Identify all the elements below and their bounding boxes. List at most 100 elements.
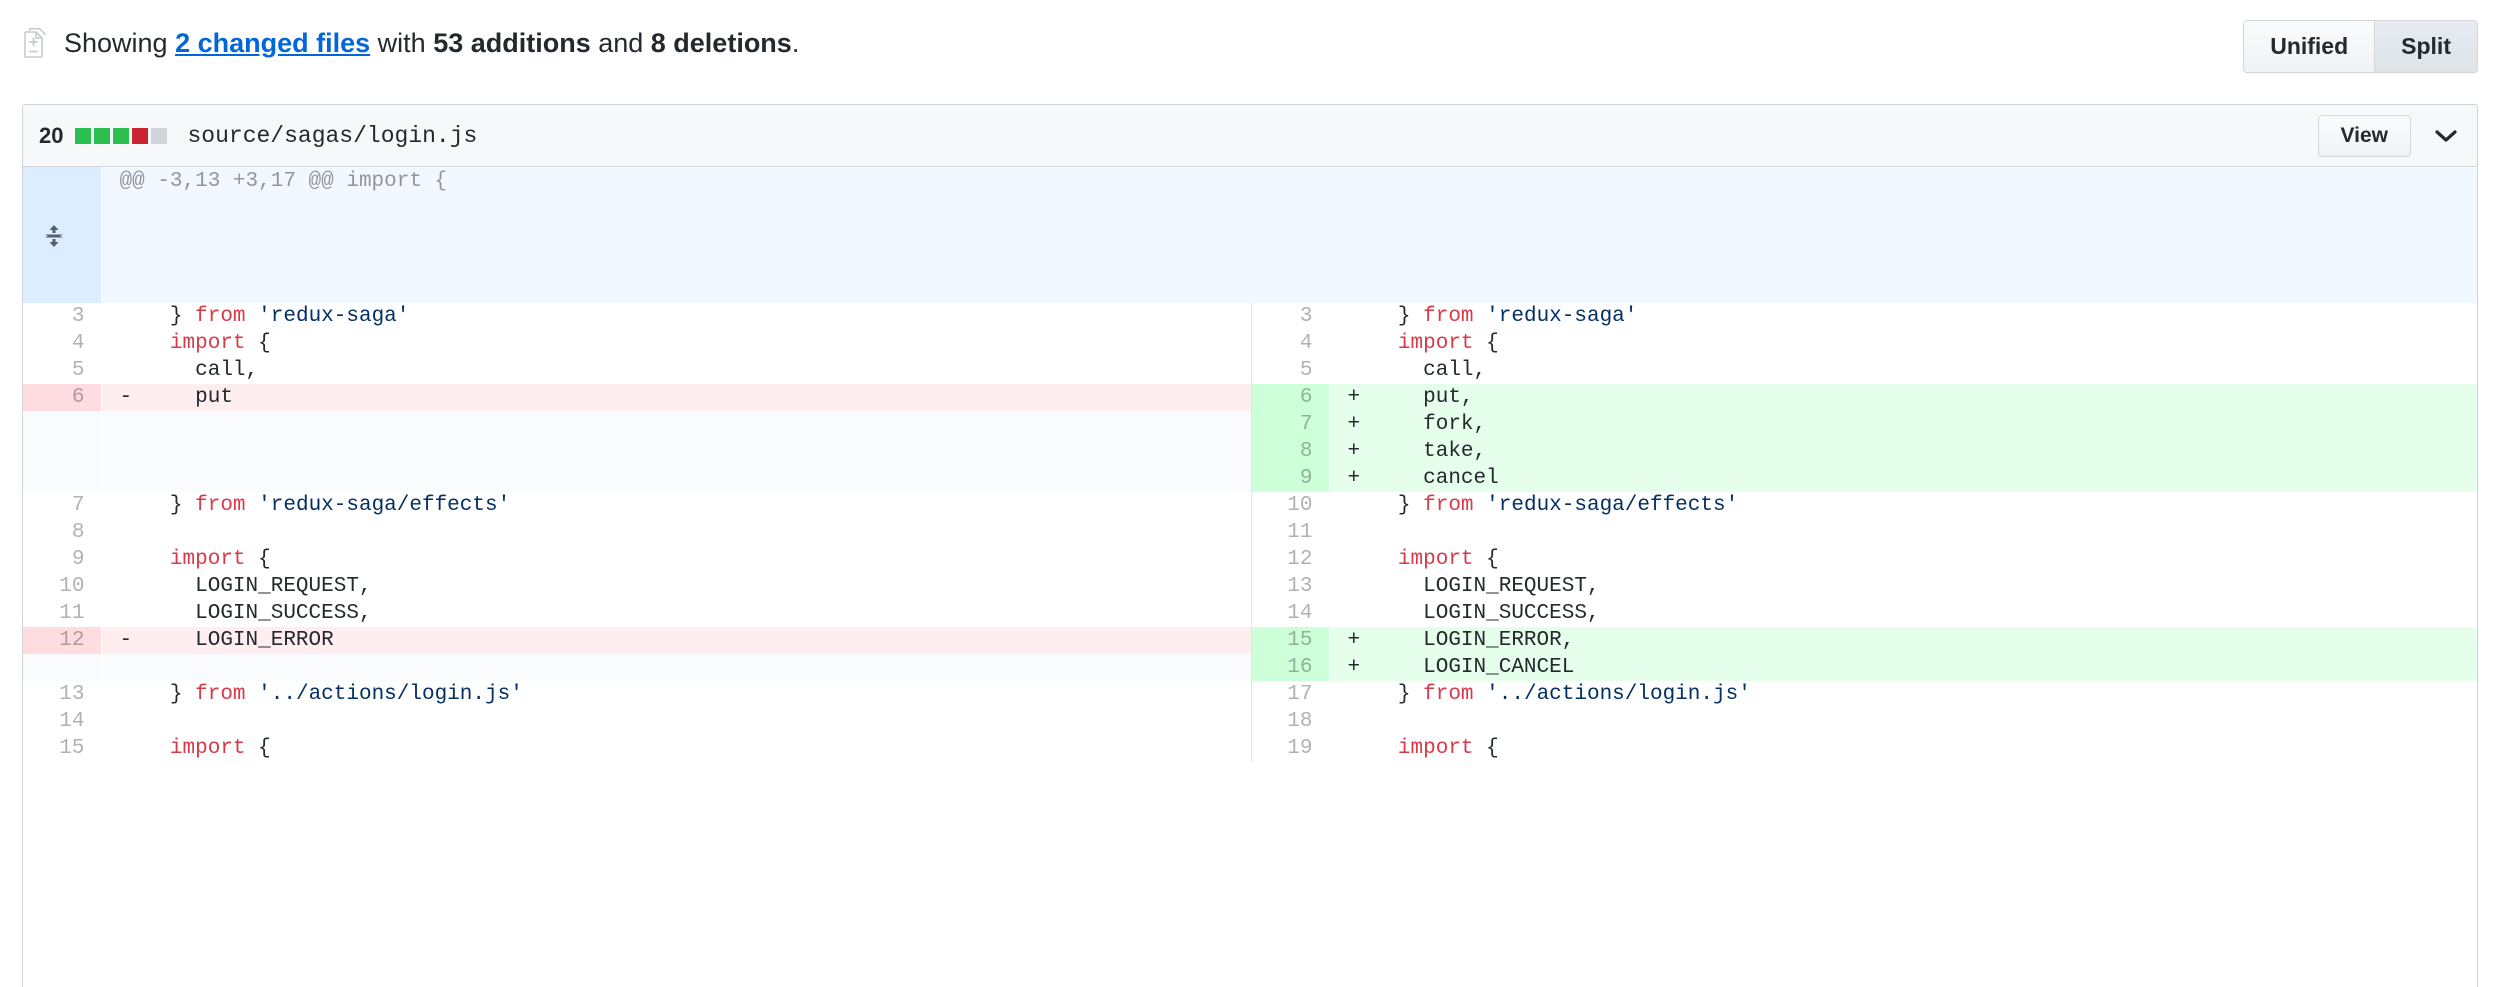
diff-marker <box>1348 492 1373 519</box>
code-line-left[interactable] <box>101 465 1251 492</box>
code-token: { <box>245 332 271 355</box>
file-path[interactable]: source/sagas/login.js <box>187 122 478 149</box>
diff-row: 10 LOGIN_REQUEST,13 LOGIN_REQUEST, <box>23 573 2477 600</box>
code-token: } <box>144 305 196 328</box>
code-line-right[interactable]: + fork, <box>1329 411 2477 438</box>
diff-marker: + <box>1347 467 1361 490</box>
code-line-left[interactable] <box>101 519 1251 546</box>
diffstat-blocks <box>75 127 168 144</box>
code-line-right[interactable] <box>1329 708 2477 735</box>
unified-view-button[interactable]: Unified <box>2244 21 2375 72</box>
line-number-left[interactable] <box>23 411 101 438</box>
line-number-left[interactable]: 7 <box>23 492 101 519</box>
code-token: 'redux-saga' <box>1486 305 1638 328</box>
line-number-right[interactable]: 13 <box>1250 573 1329 600</box>
view-file-button[interactable]: View <box>2317 115 2411 157</box>
code-line-left[interactable]: import { <box>101 735 1251 762</box>
summary-prefix: Showing <box>64 27 176 58</box>
line-number-left[interactable]: 9 <box>23 546 101 573</box>
split-view-button[interactable]: Split <box>2374 21 2477 72</box>
hunk-expand-cell[interactable] <box>23 167 101 303</box>
line-number-left[interactable]: 11 <box>23 600 101 627</box>
line-number-right[interactable]: 18 <box>1250 708 1329 735</box>
line-number-left[interactable] <box>23 465 101 492</box>
code-line-left[interactable]: call, <box>101 357 1251 384</box>
code-line-right[interactable]: LOGIN_REQUEST, <box>1329 573 2477 600</box>
code-token: import <box>169 548 246 571</box>
line-number-left[interactable]: 13 <box>23 681 101 708</box>
line-number-left[interactable]: 5 <box>23 357 101 384</box>
line-number-left[interactable]: 6 <box>23 384 101 411</box>
code-line-right[interactable]: LOGIN_SUCCESS, <box>1329 600 2477 627</box>
line-number-right[interactable]: 19 <box>1250 735 1329 762</box>
code-line-left[interactable]: } from '../actions/login.js' <box>101 681 1251 708</box>
changed-files-link[interactable]: 2 changed files <box>175 27 371 58</box>
code-line-right[interactable]: import { <box>1329 546 2477 573</box>
code-line-right[interactable]: + take, <box>1329 438 2477 465</box>
code-token: } <box>1372 683 1424 706</box>
line-number-left[interactable] <box>23 438 101 465</box>
code-line-right[interactable]: import { <box>1329 735 2477 762</box>
line-number-left[interactable]: 4 <box>23 330 101 357</box>
code-line-right[interactable]: call, <box>1329 357 2477 384</box>
code-line-left[interactable]: - put <box>101 384 1251 411</box>
line-number-left[interactable]: 14 <box>23 708 101 735</box>
line-number-right[interactable]: 11 <box>1250 519 1329 546</box>
line-number-left[interactable]: 15 <box>23 735 101 762</box>
line-number-left[interactable]: 8 <box>23 519 101 546</box>
code-line-left[interactable] <box>101 654 1251 681</box>
code-line-left[interactable]: LOGIN_SUCCESS, <box>101 600 1251 627</box>
line-number-right[interactable]: 6 <box>1250 384 1329 411</box>
code-line-right[interactable]: + put, <box>1329 384 2477 411</box>
code-line-right[interactable]: + LOGIN_ERROR, <box>1329 627 2477 654</box>
line-number-right[interactable]: 3 <box>1250 303 1329 330</box>
chevron-down-icon[interactable] <box>2429 119 2463 153</box>
code-token: fork, <box>1372 413 1487 436</box>
line-number-right[interactable]: 8 <box>1250 438 1329 465</box>
code-line-left[interactable]: - LOGIN_ERROR <box>101 627 1251 654</box>
code-line-left[interactable]: import { <box>101 330 1251 357</box>
line-number-right[interactable]: 9 <box>1250 465 1329 492</box>
code-line-left[interactable] <box>101 708 1251 735</box>
code-line-right[interactable] <box>1329 519 2477 546</box>
code-line-right[interactable]: + LOGIN_CANCEL <box>1329 654 2477 681</box>
code-line-left[interactable] <box>101 411 1251 438</box>
diffstat-block-neutral <box>151 127 168 144</box>
line-number-left[interactable]: 12 <box>23 627 101 654</box>
unfold-icon[interactable] <box>23 222 85 249</box>
diff-marker <box>1348 330 1373 357</box>
code-line-left[interactable]: } from 'redux-saga' <box>101 303 1251 330</box>
line-number-right[interactable]: 10 <box>1250 492 1329 519</box>
code-line-right[interactable]: import { <box>1329 330 2477 357</box>
diff-view-mode-group[interactable]: Unified Split <box>2243 20 2478 73</box>
code-token: LOGIN_SUCCESS, <box>1372 602 1600 625</box>
line-number-right[interactable]: 12 <box>1250 546 1329 573</box>
code-token: { <box>245 737 271 760</box>
code-line-right[interactable]: } from 'redux-saga/effects' <box>1329 492 2477 519</box>
code-token: LOGIN_ERROR, <box>1372 629 1575 652</box>
line-number-right[interactable]: 17 <box>1250 681 1329 708</box>
line-number-right[interactable]: 15 <box>1250 627 1329 654</box>
line-number-right[interactable]: 7 <box>1250 411 1329 438</box>
code-token <box>246 305 259 328</box>
code-line-right[interactable]: } from '../actions/login.js' <box>1329 681 2477 708</box>
line-number-right[interactable]: 4 <box>1250 330 1329 357</box>
code-line-left[interactable] <box>101 438 1251 465</box>
code-line-left[interactable]: LOGIN_REQUEST, <box>101 573 1251 600</box>
line-number-left[interactable]: 3 <box>23 303 101 330</box>
line-number-left[interactable] <box>23 654 101 681</box>
code-line-left[interactable]: import { <box>101 546 1251 573</box>
code-token: { <box>245 548 271 571</box>
code-token: '../actions/login.js' <box>1486 683 1751 706</box>
line-number-left[interactable]: 10 <box>23 573 101 600</box>
diff-row: 14 18 <box>23 708 2477 735</box>
code-line-right[interactable]: + cancel <box>1329 465 2477 492</box>
code-line-right[interactable]: } from 'redux-saga' <box>1329 303 2477 330</box>
diff-marker <box>120 519 145 546</box>
line-number-right[interactable]: 5 <box>1250 357 1329 384</box>
code-token: } <box>144 494 196 517</box>
code-line-left[interactable]: } from 'redux-saga/effects' <box>101 492 1251 519</box>
line-number-right[interactable]: 16 <box>1250 654 1329 681</box>
line-number-right[interactable]: 14 <box>1250 600 1329 627</box>
